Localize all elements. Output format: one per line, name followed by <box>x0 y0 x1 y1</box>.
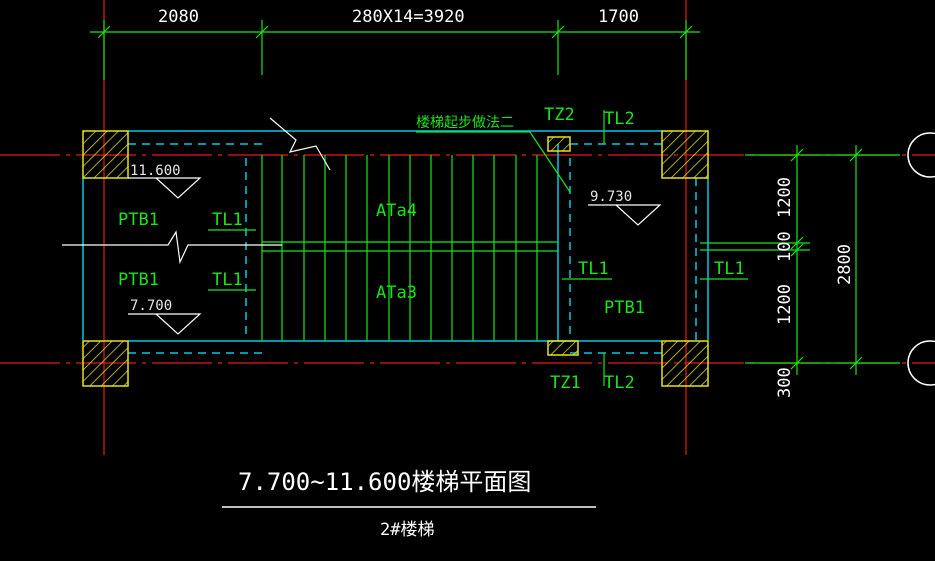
beam-tl2-top: TL2 <box>604 109 635 129</box>
beam-tl1-right: TL1 <box>714 259 745 279</box>
column-label-tz1: TZ1 <box>550 373 581 393</box>
axis-bubbles <box>907 132 935 386</box>
columns <box>82 130 709 387</box>
note-stair-start-method: 楼梯起步做法二 <box>416 115 514 131</box>
dim-top-right: 1700 <box>598 7 639 27</box>
dim-right-bottom: 300 <box>775 367 795 398</box>
right-dimension-lines <box>700 145 900 375</box>
dim-right-total: 2800 <box>835 244 855 285</box>
column-bottom-left <box>82 340 129 387</box>
elevation-right: 9.730 <box>590 189 632 205</box>
note-leader <box>416 131 571 193</box>
dim-right-gap: 100 <box>775 231 795 262</box>
break-lines <box>62 117 331 265</box>
slab-ptb1-right: PTB1 <box>604 298 645 318</box>
column-label-tz2: TZ2 <box>544 105 575 125</box>
drawing-title: 7.700~11.600楼梯平面图 <box>238 468 531 496</box>
column-tz1 <box>547 340 579 356</box>
elevation-symbols <box>128 177 662 335</box>
top-dimension-line <box>90 20 700 80</box>
drawing-subtitle: 2#楼梯 <box>380 520 434 540</box>
slab-ptb1-upper-left: PTB1 <box>118 210 159 230</box>
column-top-left <box>82 130 129 179</box>
slab-ptb1-lower-left: PTB1 <box>118 270 159 290</box>
column-top-right <box>661 130 709 179</box>
flight-ata4: ATa4 <box>376 201 417 221</box>
beam-tl1-lower: TL1 <box>212 270 243 290</box>
dim-top-left: 2080 <box>158 7 199 27</box>
dim-right-lower: 1200 <box>775 284 795 325</box>
elevation-upper-left: 11.600 <box>130 163 181 179</box>
column-tz2 <box>547 136 571 152</box>
column-bottom-right <box>661 340 709 387</box>
beam-tl2-bottom: TL2 <box>604 373 635 393</box>
dim-right-upper: 1200 <box>775 177 795 218</box>
flight-ata3: ATa3 <box>376 283 417 303</box>
stair-treads <box>261 155 558 341</box>
dim-top-middle: 280X14=3920 <box>352 7 465 27</box>
elevation-lower-left: 7.700 <box>130 298 172 314</box>
beam-tl1-mid: TL1 <box>578 259 609 279</box>
beam-tl1-upper: TL1 <box>212 210 243 230</box>
